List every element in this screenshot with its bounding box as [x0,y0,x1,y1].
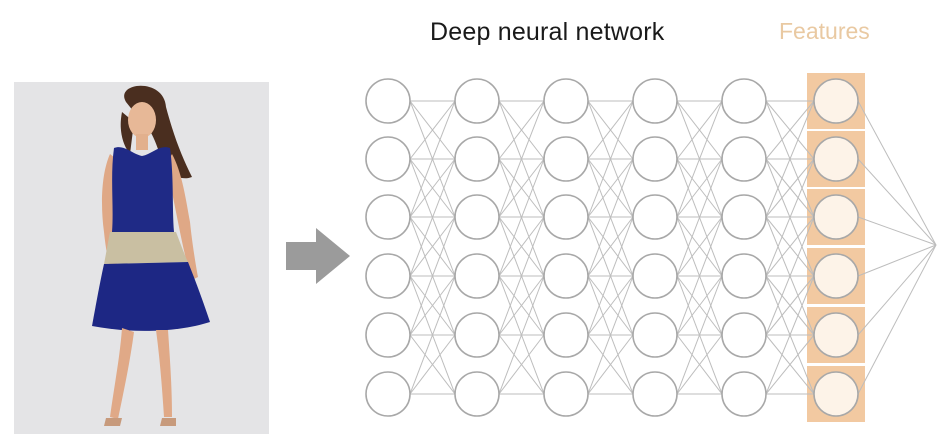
network-edge [765,100,815,160]
network-edge [409,275,456,336]
network-node [365,136,411,182]
network-edge [409,158,456,218]
network-edge [409,275,456,395]
network-node [543,253,589,299]
network-edge [498,158,545,277]
network-edge [498,216,545,336]
network-edge [587,158,634,218]
network-node [543,194,589,240]
network-node [721,253,767,299]
network-node [813,312,859,358]
network-edge [409,100,456,160]
output-edge [857,244,937,336]
network-edge [676,216,723,277]
output-edge [857,244,937,395]
output-edge [857,158,937,246]
network-edge [498,334,545,395]
network-node [632,253,678,299]
network-edge [676,100,723,160]
network-edge [676,100,723,218]
network-node [454,312,500,358]
network-node [543,312,589,358]
network-edge [498,275,545,395]
network-node [721,194,767,240]
network-node [454,194,500,240]
network-node [365,253,411,299]
network-edge [765,100,815,218]
network-node [813,253,859,299]
network-node [632,194,678,240]
network-edge [765,158,815,277]
network-edge [676,275,723,395]
network-edge [587,216,634,336]
features-label: Features [779,18,870,44]
network-node [543,136,589,182]
network-node [365,78,411,124]
network-edge [498,158,545,218]
network-node [454,371,500,417]
network-edge [587,275,634,336]
network-node [721,136,767,182]
network-edge [498,275,545,336]
network-node [721,78,767,124]
network-node [721,371,767,417]
network-edge [765,334,815,395]
network-edge [498,100,545,218]
network-node [813,371,859,417]
network-edge [587,216,634,277]
network-edge [587,275,634,395]
network-edge [676,216,723,336]
network-edge [587,100,634,218]
network-node [365,312,411,358]
right-arrow-icon [286,228,350,284]
network-edge [587,158,634,277]
network-edge [765,158,815,218]
diagram-title: Deep neural network [430,18,665,46]
output-edge [857,216,937,246]
network-node [813,78,859,124]
input-image [14,82,269,434]
network-edge [676,334,723,395]
network-node [721,312,767,358]
network-edge [409,158,456,277]
network-node [365,194,411,240]
network-edge [409,100,456,218]
network-node [543,371,589,417]
network-edge [765,275,815,336]
network-edge [409,216,456,277]
network-node [454,253,500,299]
network-node [632,371,678,417]
network-node [632,136,678,182]
network-edge [676,158,723,277]
network-edge [676,158,723,218]
network-edge [765,216,815,277]
network-edge [587,100,634,160]
network-node [365,371,411,417]
network-node [813,194,859,240]
output-edge [857,100,937,246]
network-edge [498,216,545,277]
output-edge [857,244,937,277]
network-edge [765,275,815,395]
network-edge [765,216,815,336]
network-node [543,78,589,124]
network-edge [498,100,545,160]
network-node [454,78,500,124]
network-node [813,136,859,182]
network-edge [676,275,723,336]
model-in-dress-illustration [14,82,269,434]
network-edge [409,216,456,336]
network-node [632,78,678,124]
network-edge [587,334,634,395]
network-edge [409,334,456,395]
network-node [632,312,678,358]
network-node [454,136,500,182]
